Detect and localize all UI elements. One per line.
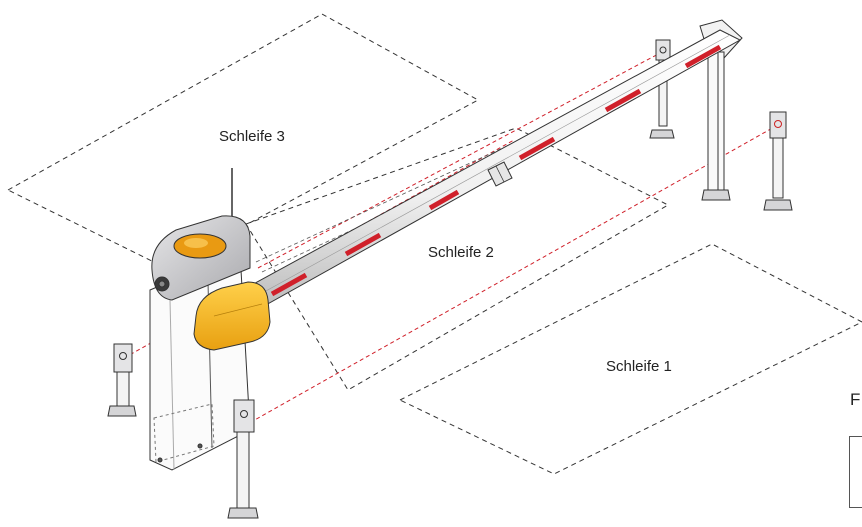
photocell-beam-top bbox=[257, 51, 663, 269]
photocell-post-front bbox=[227, 399, 259, 519]
loop-2-label: Schleife 2 bbox=[428, 244, 494, 261]
figure-label-fragment: F bbox=[850, 390, 861, 409]
photocell-beam-left bbox=[123, 139, 515, 359]
photocell-post-back bbox=[649, 39, 675, 139]
loop-2-outline bbox=[245, 127, 670, 391]
photocell-beam-right bbox=[243, 125, 777, 427]
photocell-post-right bbox=[763, 111, 793, 211]
motor-cover-yellow bbox=[193, 281, 271, 351]
loop-3-label: Schleife 3 bbox=[219, 128, 285, 145]
boom-arm bbox=[245, 29, 742, 307]
loop-1-label: Schleife 1 bbox=[606, 358, 672, 375]
side-table-fragment bbox=[849, 436, 862, 508]
photocell-post-left bbox=[107, 343, 137, 417]
loop-1-outline bbox=[398, 243, 862, 475]
